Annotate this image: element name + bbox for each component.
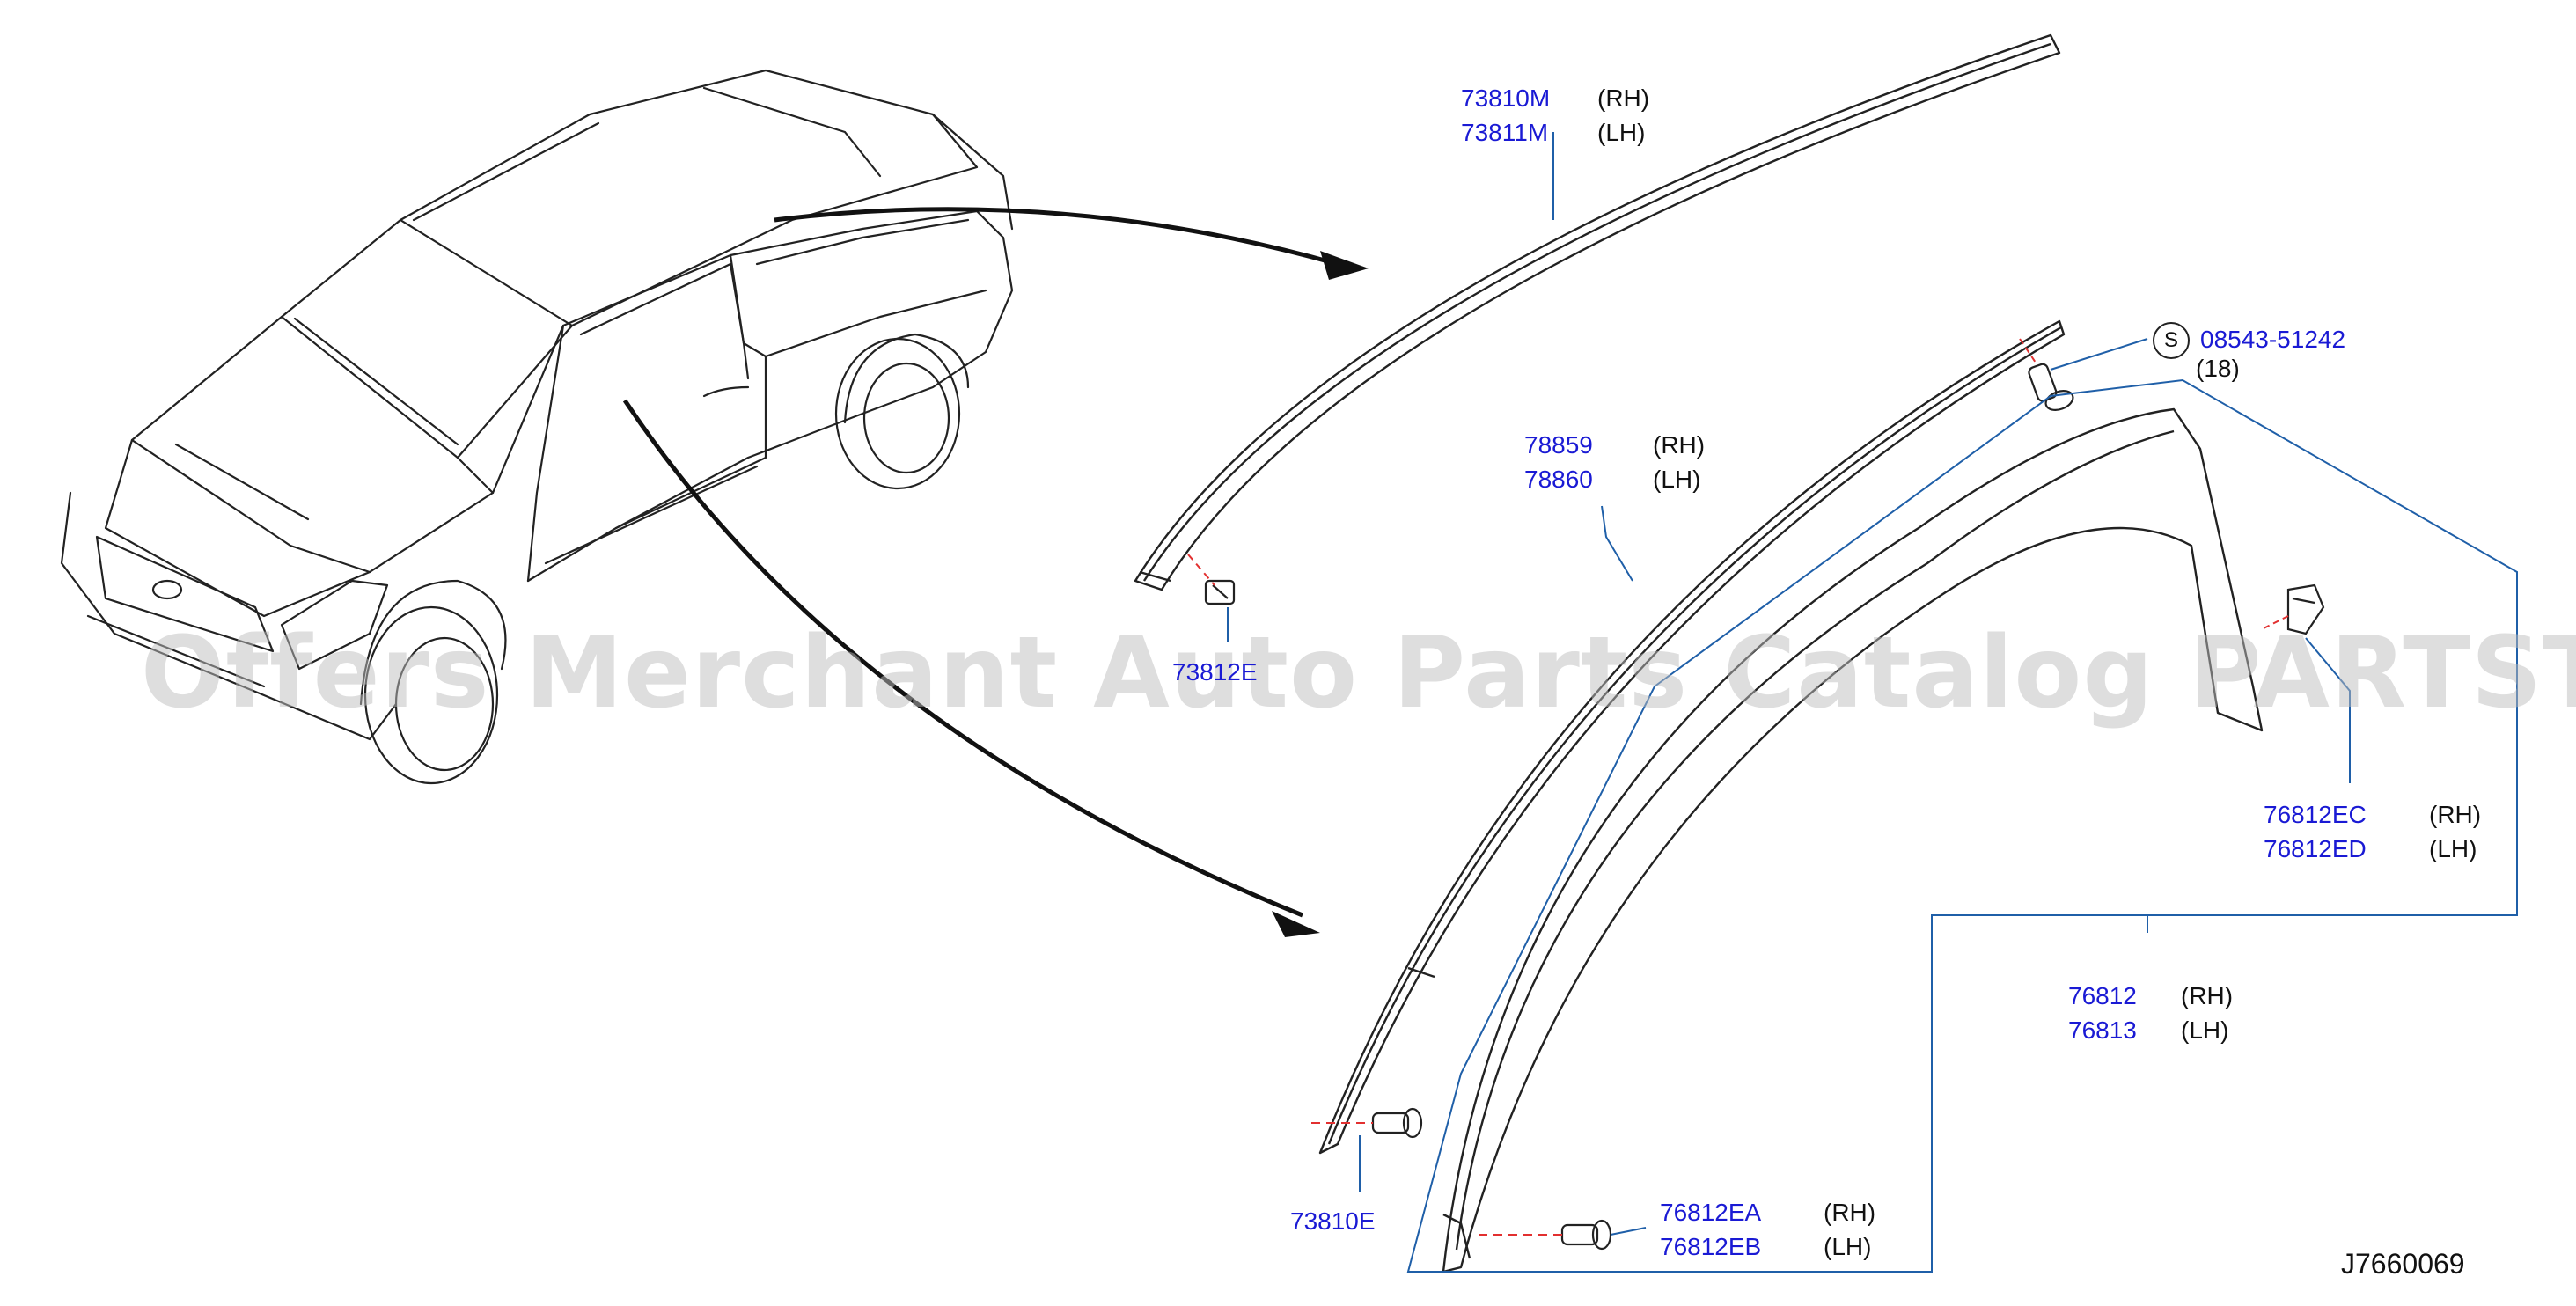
diagram-id: J7660069 xyxy=(2341,1248,2465,1280)
pillar-garnish-part xyxy=(1442,407,2264,1273)
pillar-garnish-lh-number[interactable]: 76813 xyxy=(2068,1016,2137,1044)
screw-number[interactable]: 08543-51242 xyxy=(2200,326,2346,353)
clip-upper-lh-side: (LH) xyxy=(2429,835,2477,862)
clip-lower-rh-side: (RH) xyxy=(1824,1199,1876,1226)
arrow-head-lower xyxy=(1272,911,1320,937)
drip-molding-lh-side: (LH) xyxy=(1653,466,1701,493)
arrows xyxy=(622,207,1339,918)
roof-molding-lh-number[interactable]: 73811M xyxy=(1461,119,1549,146)
clip-upper-lh-number[interactable]: 76812ED xyxy=(2264,835,2367,862)
roof-molding-rh-number[interactable]: 73810M xyxy=(1461,84,1551,112)
lower-screw-part xyxy=(1371,1107,1423,1139)
car-illustration xyxy=(60,69,1014,785)
clip-lower-lh-side: (LH) xyxy=(1824,1233,1872,1260)
clip-upper-rh-number[interactable]: 76812EC xyxy=(2264,801,2367,828)
arrow-head-upper xyxy=(1320,251,1369,280)
drip-molding-lh-number[interactable]: 78860 xyxy=(1524,466,1593,493)
drip-molding-rh-number[interactable]: 78859 xyxy=(1524,431,1593,459)
roof-molding-part xyxy=(1134,33,2061,591)
drip-molding-part xyxy=(1318,319,2066,1155)
clip-upper-rh-side: (RH) xyxy=(2429,801,2482,828)
roof-clip-number[interactable]: 73812E xyxy=(1172,658,1258,686)
clip-lower-lh-number[interactable]: 76812EB xyxy=(1660,1233,1762,1260)
screw-part xyxy=(2028,363,2074,411)
roof-clip-part xyxy=(1204,579,1236,605)
screw-quantity: (18) xyxy=(2196,355,2240,382)
clip-lower-rh-number[interactable]: 76812EA xyxy=(1660,1199,1762,1226)
lower-screw-number[interactable]: 73810E xyxy=(1290,1207,1376,1235)
roof-molding-rh-side: (RH) xyxy=(1597,84,1650,112)
roof-molding-lh-side: (LH) xyxy=(1597,119,1646,146)
leader-lines xyxy=(1227,132,2518,1273)
lower-clip-part xyxy=(1560,1219,1612,1251)
pillar-garnish-rh-number[interactable]: 76812 xyxy=(2068,982,2137,1009)
pillar-garnish-rh-side: (RH) xyxy=(2181,982,2234,1009)
drip-molding-rh-side: (RH) xyxy=(1653,431,1706,459)
upper-clip-part xyxy=(2286,583,2325,635)
pillar-garnish-lh-side: (LH) xyxy=(2181,1016,2229,1044)
standard-part-symbol: S xyxy=(2153,322,2190,359)
